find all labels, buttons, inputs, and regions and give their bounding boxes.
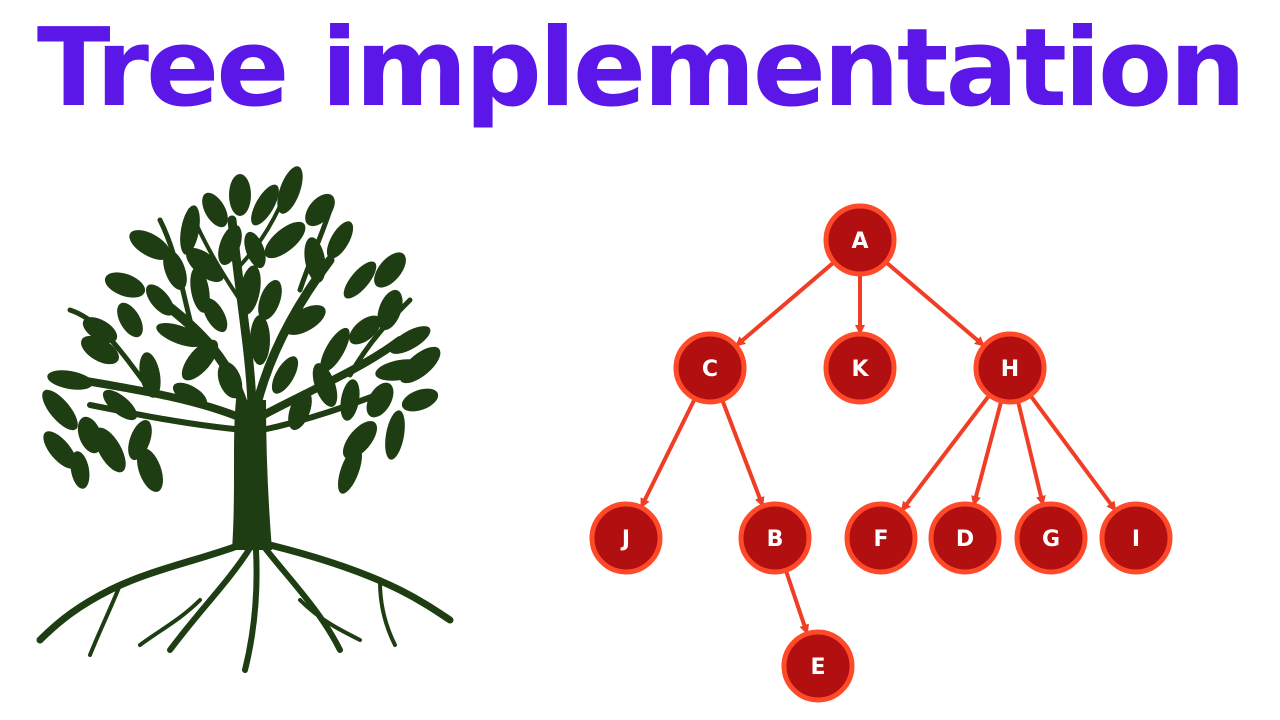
edge-C-B [720, 399, 765, 508]
tree-node-I: I [1099, 501, 1173, 575]
node-label: F [873, 527, 888, 552]
leaf-icon [145, 284, 175, 316]
leaf-icon [250, 315, 270, 365]
leaf-icon [342, 421, 378, 459]
leaf-icon [385, 410, 405, 460]
leaf-icon [343, 261, 377, 299]
node-label: I [1132, 527, 1140, 552]
leaf-icon [156, 322, 204, 348]
leaf-icon [320, 327, 350, 373]
leaf-icon [217, 361, 243, 399]
leaf-icon [312, 363, 338, 407]
edge-H-D [971, 400, 1004, 507]
node-circle [673, 331, 747, 405]
leaf-icon [186, 247, 224, 283]
leaf-icon [181, 339, 219, 381]
leaf-icon [389, 326, 431, 354]
tree-node-K: K [823, 331, 897, 405]
node-label: H [1001, 357, 1019, 382]
leaf-icon [340, 379, 360, 421]
tree-node-F: F [844, 501, 918, 575]
leaf-icon [42, 389, 78, 431]
leaf-icon [374, 252, 406, 288]
node-label: A [851, 229, 868, 254]
leaf-icon [202, 192, 228, 228]
leaf-icon [258, 279, 282, 321]
leaf-icon [102, 389, 138, 421]
leaf-icon [180, 205, 200, 255]
leaf-icon [377, 289, 403, 331]
node-label: E [810, 655, 825, 680]
leaf-icon [139, 352, 161, 398]
leaf-icon [399, 346, 441, 384]
edge-B-E [783, 569, 810, 635]
edge-H-G [1016, 400, 1046, 506]
leaf-icon [277, 166, 303, 214]
edge-H-F [900, 393, 992, 512]
node-circle [928, 501, 1002, 575]
leaf-icon [190, 267, 210, 313]
leaf-icon [104, 272, 146, 298]
node-circle [1099, 501, 1173, 575]
leaf-icon [202, 297, 228, 333]
edge-C-J [639, 397, 697, 509]
edge-A-C [735, 260, 836, 347]
node-label: D [956, 527, 974, 552]
leaf-icon [244, 231, 266, 269]
node-circle [589, 501, 663, 575]
node-circle [823, 203, 897, 277]
leaf-icon [94, 427, 126, 473]
node-circle [738, 501, 812, 575]
tree-node-B: B [738, 501, 812, 575]
leaf-icon [264, 221, 306, 259]
tree-node-G: G [1014, 501, 1088, 575]
leaf-icon [337, 446, 363, 494]
node-label: G [1042, 527, 1060, 552]
leaf-icon [81, 335, 119, 365]
leaf-icon [284, 305, 326, 335]
tree-node-J: J [589, 501, 663, 575]
leaf-icon [47, 370, 93, 390]
leaf-icon [172, 382, 208, 408]
leaf-icon [218, 224, 242, 266]
node-circle [973, 331, 1047, 405]
edge-A-H [884, 260, 985, 347]
tree-diagram: A C K H J B F D G I E [589, 203, 1173, 703]
leaf-icon [251, 184, 279, 226]
node-circle [823, 331, 897, 405]
node-label: B [767, 527, 784, 552]
tree-node-E: E [781, 629, 855, 703]
leaf-icon [82, 317, 118, 343]
leaf-icon [229, 174, 251, 216]
tree-node-D: D [928, 501, 1002, 575]
leaf-icon [239, 265, 261, 315]
tree-node-A: A [823, 203, 897, 277]
leaf-icon [305, 193, 335, 227]
node-label: J [620, 527, 630, 552]
leaf-icon [304, 237, 326, 283]
leaf-icon [43, 431, 77, 469]
leaf-icon [366, 382, 394, 418]
leaf-icon [129, 230, 171, 260]
leaf-icon [137, 448, 163, 492]
tree-node-C: C [673, 331, 747, 405]
tree-node-H: H [973, 331, 1047, 405]
node-circle [781, 629, 855, 703]
node-circle [1014, 501, 1088, 575]
node-label: C [702, 357, 718, 382]
leaf-icon [288, 389, 312, 431]
leaf-icon [271, 356, 299, 394]
tree-with-roots-icon [36, 166, 454, 673]
leaf-icon [326, 221, 354, 259]
edge-H-I [1028, 394, 1117, 512]
node-circle [844, 501, 918, 575]
node-label: K [851, 357, 869, 382]
leaf-icon [401, 388, 439, 412]
page-title: Tree implementation [36, 6, 1246, 131]
leaf-icon [117, 302, 143, 338]
leaf-icon [349, 315, 381, 345]
leaf-icon [163, 249, 187, 291]
